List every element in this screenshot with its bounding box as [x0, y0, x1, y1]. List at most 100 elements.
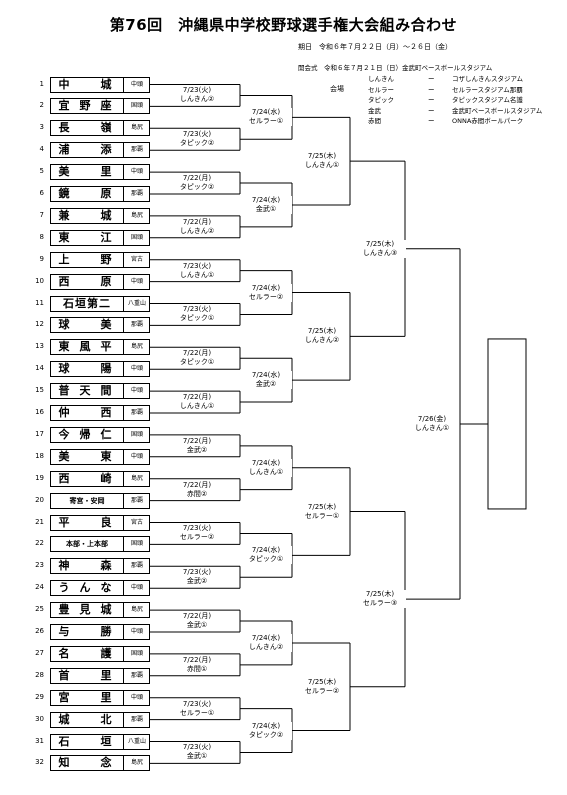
- game-date: 7/23(火): [182, 568, 212, 577]
- round1-game-label: 7/23(火)金武②: [171, 568, 223, 587]
- round2-game-label: 7/24(水)タピック①: [240, 546, 292, 565]
- seed-number: 29: [35, 692, 44, 701]
- team-name: 西 崎: [58, 471, 122, 485]
- ceremony-value: 令和６年７月２１日（日）金武町ベースボールスタジアム: [324, 64, 493, 72]
- seed-number: 14: [35, 364, 44, 373]
- team-region: 国頭: [123, 230, 150, 245]
- round2-game-label: 7/24(水)セルラー②: [240, 283, 292, 302]
- venue-full: ONNA赤間ボールパーク: [452, 117, 524, 125]
- team-box: 知 念島尻: [50, 755, 150, 772]
- team-box: 上 野宮古: [50, 251, 150, 268]
- round1-game-label: 7/22(月)しんきん②: [171, 217, 223, 236]
- round1-game-label: 7/22(月)赤間②: [171, 480, 223, 499]
- page-title: 第76回 沖縄県中学校野球選手権大会組み合わせ: [109, 16, 458, 34]
- team-region: 八重山: [123, 734, 150, 749]
- game-venue: タピック①: [179, 358, 215, 367]
- schedule-ceremony: 開会式 令和６年７月２１日（日）金武町ベースボールスタジアム: [298, 62, 492, 72]
- game-venue: 金武①: [186, 621, 208, 630]
- seed-number: 17: [35, 429, 44, 438]
- ceremony-label: 開会式: [298, 64, 318, 72]
- team-box: うんな中頭: [50, 580, 150, 597]
- game-venue: セルラー②: [248, 292, 284, 301]
- team-region: 中頭: [123, 362, 150, 377]
- seed-number: 20: [35, 495, 44, 504]
- game-date: 7/25(木): [365, 590, 395, 599]
- team-box: 球 美那覇: [50, 317, 150, 334]
- venue-dash: ー: [428, 117, 435, 125]
- team-region: 那覇: [123, 712, 150, 727]
- team-box: 石垣第二八重山: [50, 295, 150, 312]
- game-date: 7/24(水): [251, 371, 281, 380]
- round1-game-label: 7/23(火)セルラー②: [171, 524, 223, 543]
- game-venue: しんきん②: [248, 642, 284, 651]
- team-region: 那覇: [123, 143, 150, 158]
- seed-number: 24: [35, 583, 44, 592]
- round3-game-label: 7/25(木)セルラー②: [296, 677, 348, 696]
- team-box: 名 護国頭: [50, 645, 150, 662]
- game-venue: 金武②: [186, 577, 208, 586]
- venue-short: 赤間: [368, 117, 381, 125]
- round3-game-label: 7/25(木)セルラー①: [296, 502, 348, 521]
- team-box: 鏡 原那覇: [50, 186, 150, 202]
- team-region: 那覇: [123, 406, 150, 420]
- game-date: 7/26(金): [417, 414, 447, 423]
- round2-game-label: 7/24(水)しんきん②: [240, 633, 292, 652]
- round1-game-label: 7/23(火)しんきん①: [171, 261, 223, 280]
- period-value: 令和６年７月２２日（月）～２６日（金）: [319, 43, 452, 51]
- team-box: 仲 西那覇: [50, 405, 150, 421]
- team-box: 神 森那覇: [50, 558, 150, 575]
- venue-full: コザしんきんスタジアム: [452, 75, 524, 83]
- team-box: 寄宮・安岡那覇: [50, 492, 150, 509]
- game-venue: セルラー①: [248, 117, 284, 126]
- game-venue: しんきん②: [179, 226, 215, 235]
- venue-full: セルラースタジアム那覇: [452, 85, 523, 94]
- champion-box: [487, 338, 527, 510]
- team-name: 首 里: [58, 668, 122, 682]
- team-box: 美 東中頭: [50, 448, 150, 465]
- team-box: 西 原中頭: [50, 273, 150, 290]
- round3-game-label: 7/25(木)しんきん②: [296, 327, 348, 346]
- game-venue: タピック②: [179, 139, 215, 148]
- team-name: 平 良: [58, 515, 122, 529]
- team-region: 宮古: [123, 515, 150, 530]
- team-name: 石垣第二: [63, 296, 111, 310]
- team-name: 東風平: [58, 340, 122, 354]
- team-region: 国頭: [123, 537, 150, 552]
- seed-number: 7: [39, 210, 44, 219]
- team-box: 兼 城島尻: [50, 207, 150, 224]
- team-region: 那覇: [123, 318, 150, 333]
- game-venue: 赤間②: [186, 489, 208, 498]
- seed-number: 8: [39, 232, 44, 241]
- game-venue: タピック②: [179, 183, 215, 192]
- team-box: 平 良宮古: [50, 514, 150, 531]
- team-box: 東 江国頭: [50, 229, 150, 246]
- round1-game-label: 7/22(月)タピック②: [171, 174, 223, 193]
- game-venue: セルラー③: [362, 599, 398, 608]
- seed-number: 27: [35, 648, 44, 657]
- team-name: 神 森: [58, 559, 122, 573]
- venue-dash: ー: [428, 96, 435, 104]
- game-date: 7/23(火): [182, 86, 212, 95]
- team-region: 島尻: [123, 208, 150, 223]
- game-venue: タピック①: [248, 555, 284, 564]
- game-date: 7/22(月): [182, 393, 212, 402]
- game-date: 7/22(月): [182, 436, 212, 445]
- game-venue: しんきん①: [179, 402, 215, 411]
- team-name: 城 北: [58, 712, 122, 726]
- team-region: 中頭: [123, 690, 150, 705]
- game-date: 7/24(水): [251, 458, 281, 467]
- venue-full: 金武町ベースボールスタジアム: [452, 106, 543, 115]
- seed-number: 16: [35, 408, 44, 416]
- seed-number: 31: [35, 736, 44, 745]
- round1-game-label: 7/22(月)赤間①: [171, 655, 223, 674]
- seed-number: 13: [35, 342, 44, 351]
- round2-game-label: 7/24(水)タピック②: [240, 721, 292, 740]
- venue-short: セルラー: [368, 85, 394, 94]
- venue-dash: ー: [428, 106, 435, 115]
- game-date: 7/23(火): [182, 524, 212, 533]
- game-date: 7/24(水): [251, 721, 281, 730]
- semifinal-game-label: 7/25(木)しんきん③: [354, 239, 406, 258]
- team-name: 本部・上本部: [66, 540, 108, 549]
- team-region: 国頭: [123, 427, 150, 442]
- seed-number: 11: [35, 298, 44, 307]
